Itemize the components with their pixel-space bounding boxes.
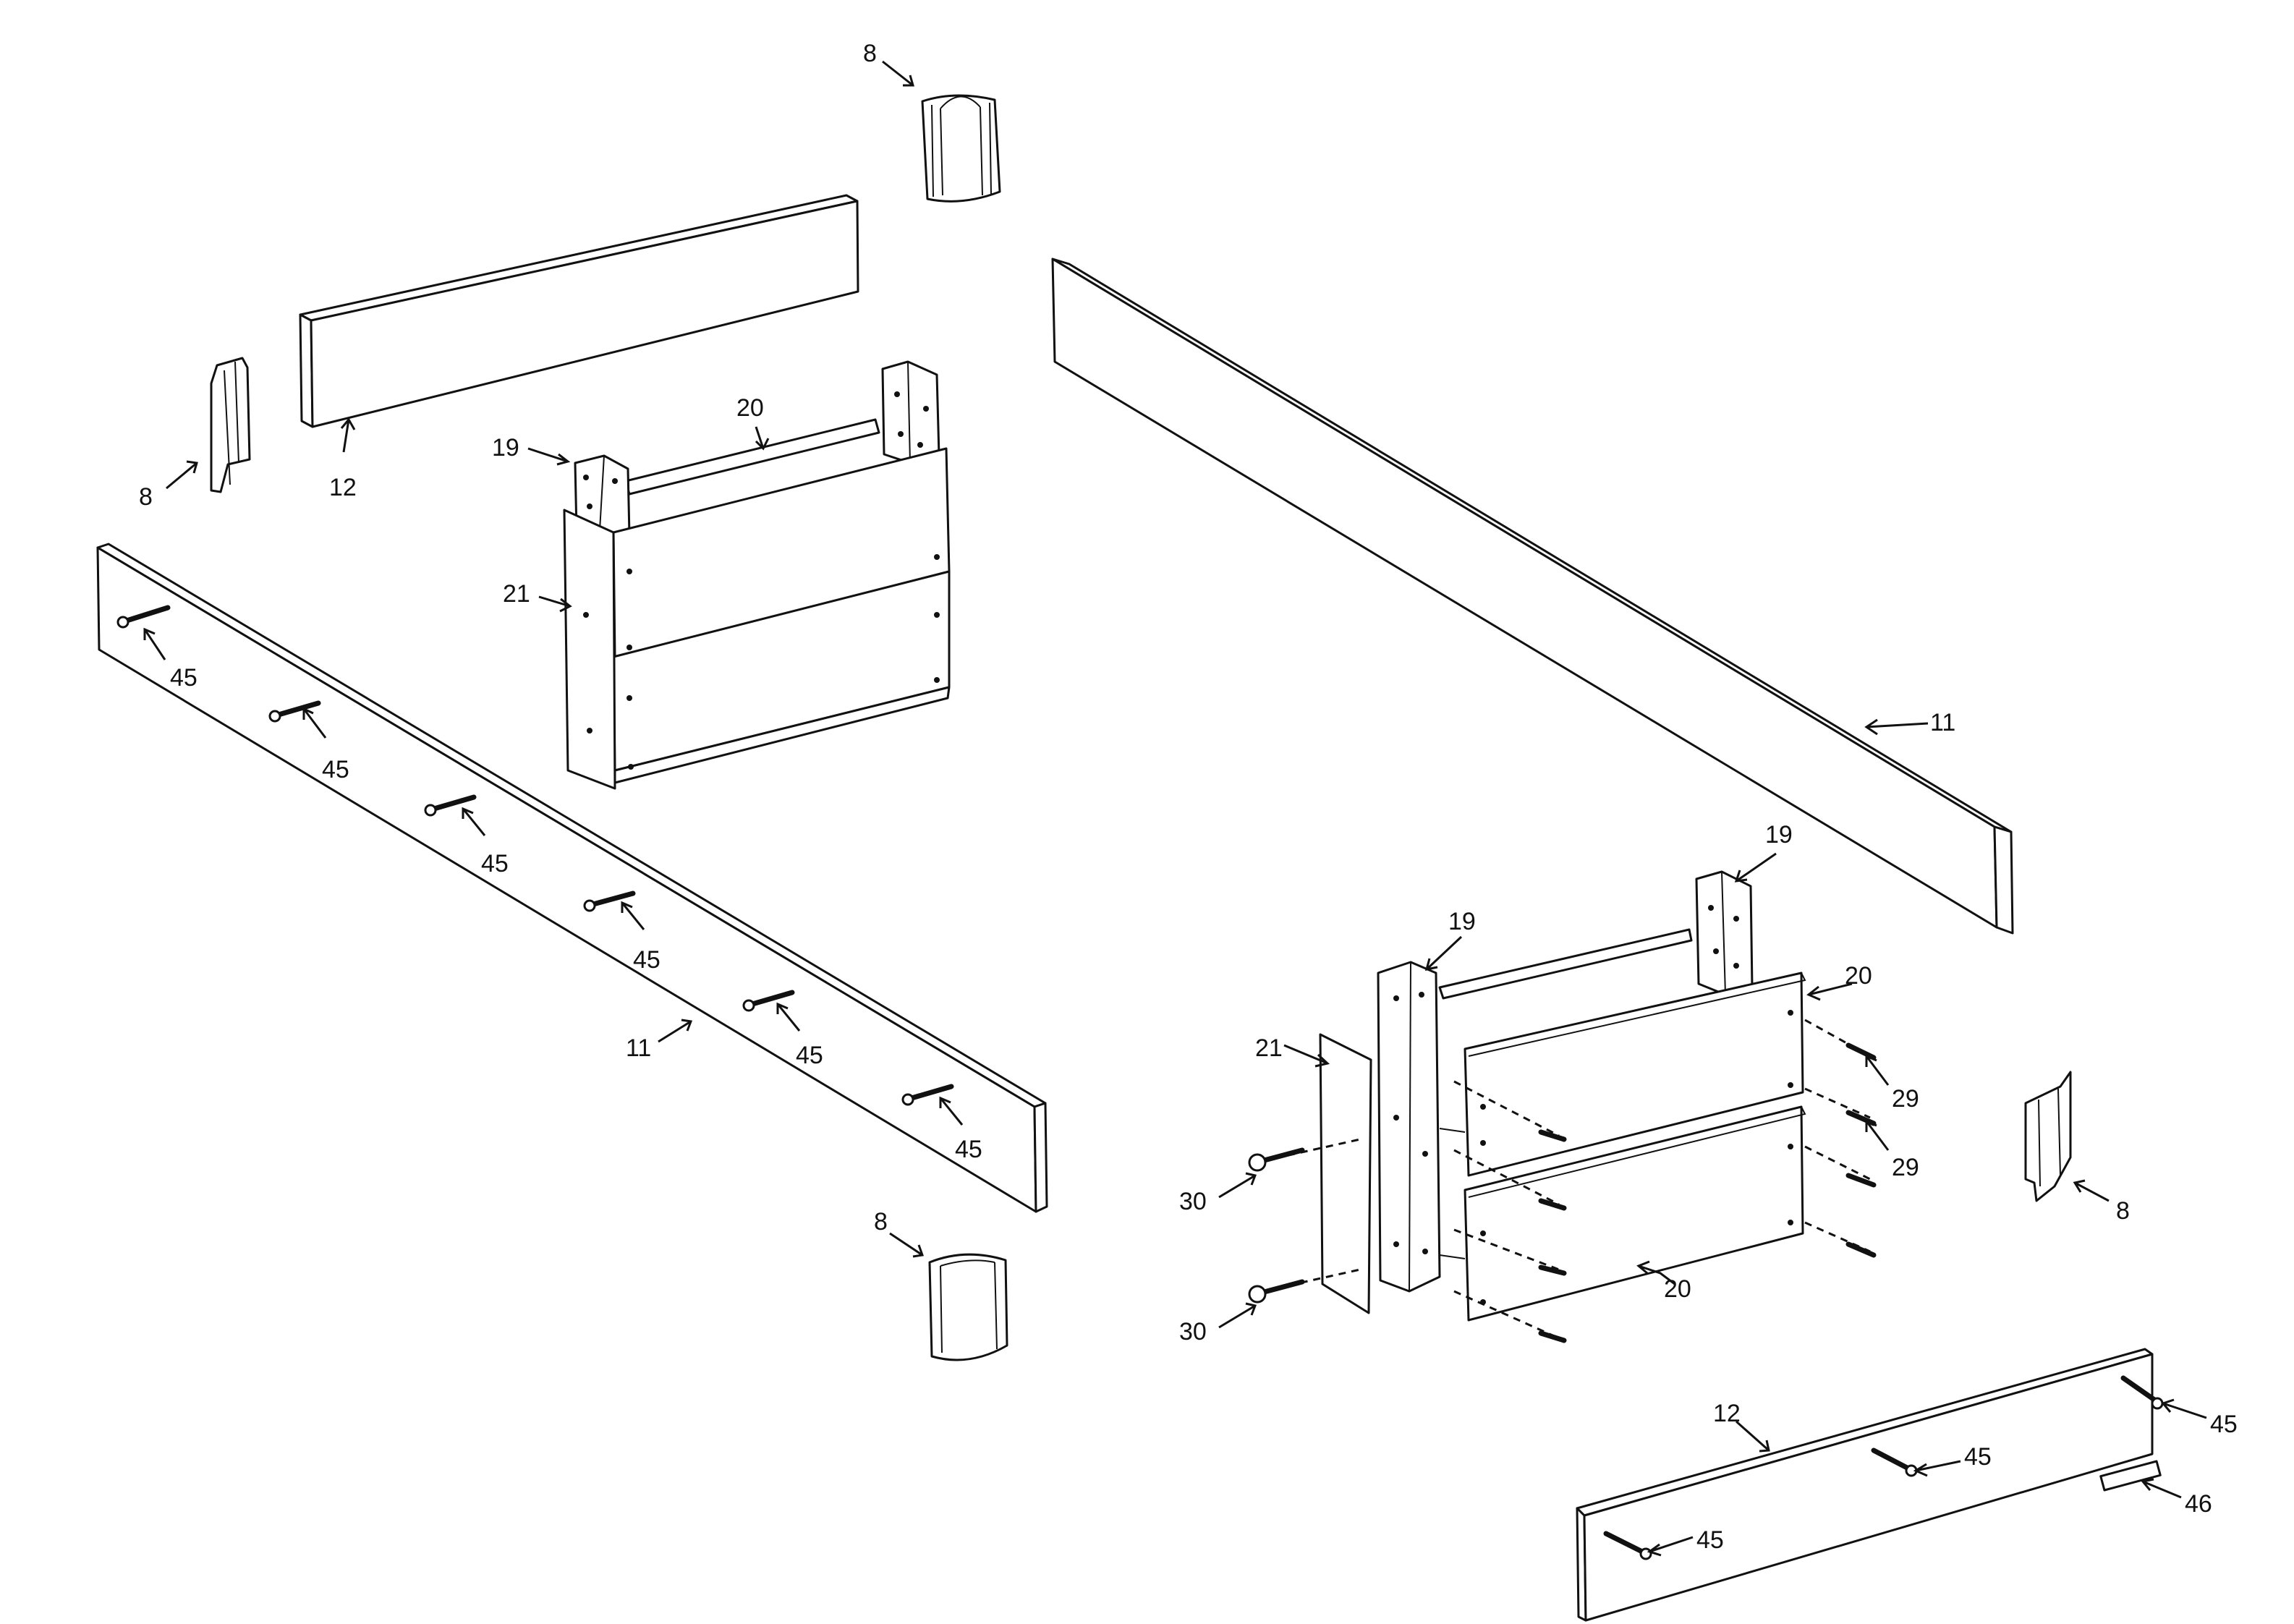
callout-45-9: 45: [1696, 1526, 1724, 1554]
callout-45-3: 45: [481, 850, 509, 877]
side-rail-part-11-right: [1051, 258, 2014, 935]
callout-45-5: 45: [796, 1042, 823, 1069]
callout-12-top: 12: [329, 474, 357, 501]
callout-20-upper: 20: [736, 394, 764, 422]
callout-29-1: 29: [1892, 1085, 1919, 1113]
callout-19-upper: 19: [492, 434, 519, 462]
callout-19-right: 19: [1765, 821, 1793, 849]
screws-part-45-left-rail: [116, 605, 954, 1106]
callout-8-right: 8: [2116, 1197, 2130, 1225]
callout-arrows: [143, 60, 2207, 1557]
callout-45-6: 45: [955, 1136, 982, 1163]
corner-bracket-part-8-top: [921, 94, 1001, 203]
callout-21-lower: 21: [1255, 1034, 1283, 1062]
callout-8-bottom: 8: [874, 1208, 888, 1236]
callout-20-lower: 20: [1664, 1275, 1691, 1303]
callout-11-right: 11: [1930, 709, 1955, 736]
bolts-part-30: [1248, 1147, 1305, 1304]
callout-12-bottom: 12: [1713, 1400, 1741, 1427]
callout-45-4: 45: [633, 946, 660, 974]
drawer-assembly-lower: [1377, 870, 1806, 1322]
callout-45-2: 45: [322, 756, 349, 783]
callout-46: 46: [2185, 1490, 2212, 1518]
callout-30-2: 30: [1179, 1318, 1207, 1345]
callout-29-2: 29: [1892, 1154, 1919, 1181]
side-panel-part-21-lower: [1319, 1033, 1372, 1314]
callout-45-8: 45: [1964, 1443, 1992, 1471]
corner-bracket-part-8-bottom: [928, 1253, 1008, 1361]
drawer-assembly-upper: [563, 360, 951, 790]
side-board-part-12-top: [299, 194, 859, 428]
corner-bracket-part-8-right: [2024, 1071, 2072, 1202]
callout-45-1: 45: [170, 664, 197, 692]
callout-8-left: 8: [139, 483, 153, 511]
callout-11-left: 11: [626, 1034, 651, 1062]
callout-19-lower: 19: [1448, 908, 1476, 935]
side-rail-part-11-left: [96, 543, 1048, 1213]
callout-labels: 8 8 8 8 12 12 20 20 20 19 19 19 21 21 11…: [139, 40, 2238, 1554]
callout-30-1: 30: [1179, 1188, 1207, 1215]
callout-8-top: 8: [863, 40, 877, 67]
nameplate-part-46: [2099, 1460, 2162, 1492]
side-board-part-12-bottom: [1576, 1348, 2164, 1622]
callout-45-7: 45: [2210, 1411, 2238, 1438]
callout-20-right: 20: [1845, 962, 1872, 990]
callout-21-upper: 21: [503, 580, 530, 608]
corner-bracket-part-8-left: [210, 357, 251, 493]
